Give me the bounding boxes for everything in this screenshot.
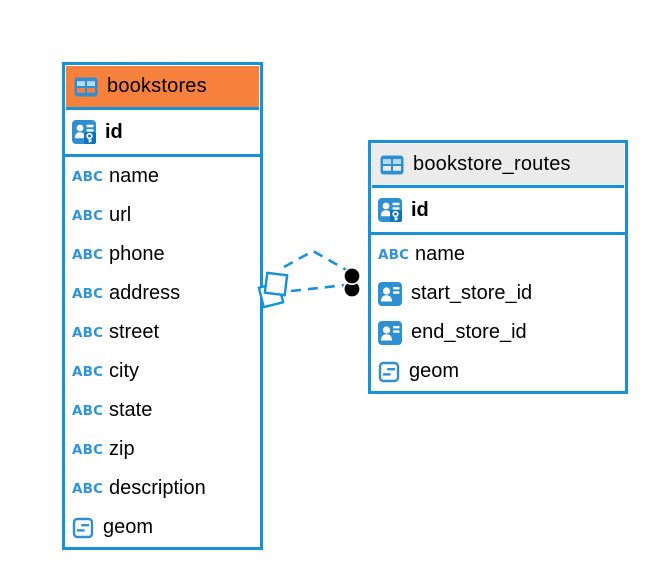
geometry-type-icon (378, 361, 400, 383)
entity-table-bookstore-routes[interactable]: bookstore_routes id ABC name start_store… (368, 140, 628, 394)
column-row[interactable]: start_store_id (371, 274, 625, 313)
column-name: url (109, 204, 132, 226)
table-name: bookstores (107, 75, 207, 97)
reference-type-icon (378, 282, 402, 306)
relationship-dot-marker[interactable] (342, 266, 362, 286)
column-name: zip (109, 438, 135, 460)
column-name: address (109, 282, 181, 304)
column-name: name (109, 165, 160, 187)
column-row[interactable]: ABC city (65, 352, 260, 391)
column-row[interactable]: ABC state (65, 391, 260, 430)
relationship-line-2[interactable] (290, 283, 347, 293)
column-name: city (109, 360, 139, 382)
table-icon (380, 155, 404, 175)
column-name: description (109, 477, 206, 499)
column-row[interactable]: ABC description (65, 469, 260, 508)
column-name: id (105, 120, 123, 143)
column-row[interactable]: geom (65, 508, 260, 547)
column-row[interactable]: end_store_id (371, 313, 625, 352)
relationship-dot-marker[interactable] (342, 279, 362, 299)
primary-key-icon (378, 198, 402, 222)
column-name: name (415, 243, 466, 265)
text-type-icon: ABC (72, 168, 104, 185)
text-type-icon: ABC (72, 285, 104, 302)
geometry-type-icon (72, 517, 94, 539)
column-row[interactable]: ABC name (371, 235, 625, 274)
reference-type-icon (378, 321, 402, 345)
entity-table-bookstores[interactable]: bookstores id ABC name ABC url ABC phone… (62, 62, 263, 550)
column-name: start_store_id (411, 282, 533, 304)
relationship-diamond-marker[interactable] (263, 271, 289, 297)
column-name: phone (109, 243, 165, 265)
table-header-bookstore-routes[interactable]: bookstore_routes (372, 144, 624, 188)
text-type-icon: ABC (72, 246, 104, 263)
column-name: geom (103, 516, 154, 538)
column-row-pk[interactable]: id (65, 110, 260, 157)
column-name: street (109, 321, 160, 343)
table-icon (74, 77, 98, 97)
text-type-icon: ABC (72, 441, 104, 458)
column-name: id (411, 198, 429, 221)
text-type-icon: ABC (72, 324, 104, 341)
column-row[interactable]: ABC phone (65, 235, 260, 274)
column-row-pk[interactable]: id (371, 188, 625, 235)
column-name: state (109, 399, 153, 421)
column-row[interactable]: ABC street (65, 313, 260, 352)
column-row[interactable]: ABC zip (65, 430, 260, 469)
text-type-icon: ABC (72, 402, 104, 419)
table-name: bookstore_routes (413, 153, 571, 175)
text-type-icon: ABC (378, 246, 410, 263)
relationship-line-1[interactable] (283, 249, 351, 274)
text-type-icon: ABC (72, 207, 104, 224)
column-row[interactable]: geom (371, 352, 625, 391)
column-name: end_store_id (411, 321, 527, 343)
text-type-icon: ABC (72, 363, 104, 380)
column-row[interactable]: ABC name (65, 157, 260, 196)
column-row[interactable]: ABC address (65, 274, 260, 313)
column-row[interactable]: ABC url (65, 196, 260, 235)
column-name: geom (409, 360, 460, 382)
table-header-bookstores[interactable]: bookstores (66, 66, 259, 110)
text-type-icon: ABC (72, 480, 104, 497)
primary-key-icon (72, 120, 96, 144)
